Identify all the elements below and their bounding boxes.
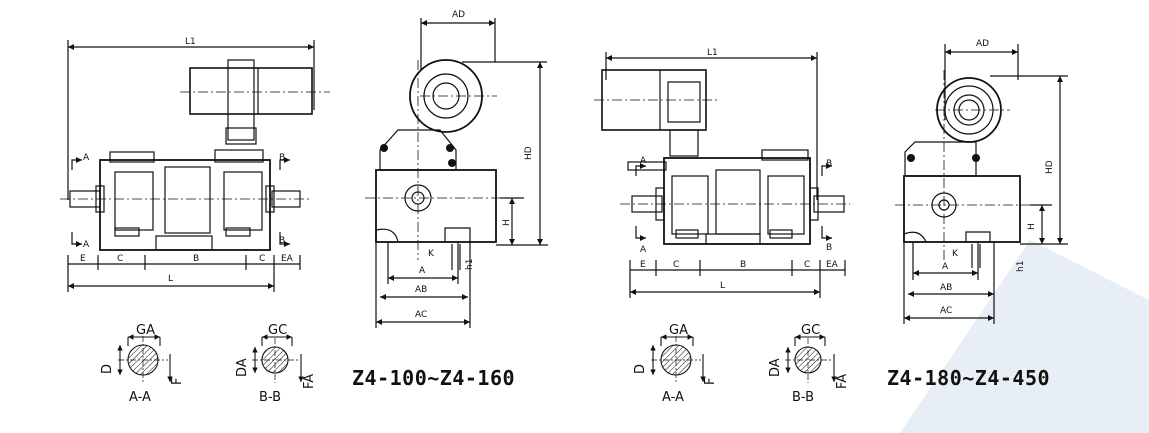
left-dim-ea: EA	[281, 254, 294, 264]
left-end-view	[365, 18, 548, 328]
left-dim-l: L	[168, 274, 173, 284]
right-dim-h: H	[1027, 223, 1037, 230]
left-section-b-top: B	[279, 153, 285, 163]
left-aa-caption: A-A	[129, 390, 151, 405]
left-aa-f: F	[170, 378, 185, 385]
right-dim-b: B	[740, 260, 746, 270]
right-aa-ga: GA	[669, 323, 688, 338]
right-bb-caption: B-B	[792, 390, 814, 405]
left-bb-fa: FA	[302, 374, 317, 389]
right-bb-fa: FA	[835, 374, 850, 389]
left-dim-c2: C	[259, 254, 265, 264]
left-dim-ab: AB	[415, 285, 427, 295]
left-dim-a: A	[419, 266, 426, 276]
left-section-b-bottom: B	[279, 236, 285, 246]
right-section-b-top: B	[826, 159, 832, 169]
right-aa-d: D	[633, 364, 648, 374]
right-dim-hd: HD	[1045, 160, 1055, 174]
left-side-view	[60, 40, 330, 292]
right-section-b-bottom: B	[826, 243, 832, 253]
background-triangle	[900, 240, 1149, 433]
right-dim-l: L	[720, 281, 725, 291]
right-dim-c2: C	[804, 260, 810, 270]
right-section-bb	[785, 334, 837, 383]
right-dim-e: E	[640, 260, 646, 270]
left-dim-e: E	[80, 254, 86, 264]
left-section-a-bottom: A	[83, 240, 90, 250]
left-dim-h1: h1	[465, 259, 475, 270]
right-dim-ac: AC	[940, 306, 952, 316]
left-model-range: Z4-100~Z4-160	[352, 366, 516, 390]
left-dim-b: B	[193, 254, 199, 264]
right-model-range: Z4-180~Z4-450	[887, 366, 1051, 390]
right-aa-f: F	[703, 378, 718, 385]
left-bb-da: DA	[235, 358, 250, 377]
left-section-bb	[252, 334, 304, 383]
right-section-aa	[650, 334, 706, 384]
right-dim-c1: C	[673, 260, 679, 270]
right-dim-a: A	[942, 262, 949, 272]
left-bb-caption: B-B	[259, 390, 281, 405]
right-dim-ea: EA	[826, 260, 839, 270]
left-aa-d: D	[100, 364, 115, 374]
right-bb-gc: GC	[801, 323, 820, 338]
left-aa-ga: GA	[136, 323, 155, 338]
left-section-aa	[117, 334, 173, 384]
right-end-bolts	[907, 154, 980, 162]
right-side-view	[594, 52, 850, 298]
right-dim-k: K	[952, 249, 959, 259]
left-section-a-top: A	[83, 153, 90, 163]
right-section-a-top: A	[640, 156, 647, 166]
left-bb-gc: GC	[268, 323, 287, 338]
right-end-view	[895, 44, 1068, 324]
right-section-a-bottom: A	[640, 245, 647, 255]
right-l1-label: L1	[707, 48, 718, 58]
left-l1-label: L1	[185, 37, 196, 47]
left-dim-k: K	[428, 249, 435, 259]
right-bb-da: DA	[768, 358, 783, 377]
left-dim-ac: AC	[415, 310, 427, 320]
right-dim-ab: AB	[940, 283, 952, 293]
right-aa-caption: A-A	[662, 390, 684, 405]
left-end-bolts	[380, 144, 456, 167]
left-dim-ad: AD	[452, 10, 465, 20]
right-dim-ad: AD	[976, 39, 989, 49]
left-dim-hd: HD	[524, 146, 534, 160]
right-dim-h1: h1	[1016, 261, 1026, 272]
left-dim-c1: C	[117, 254, 123, 264]
left-dim-h: H	[502, 219, 512, 226]
